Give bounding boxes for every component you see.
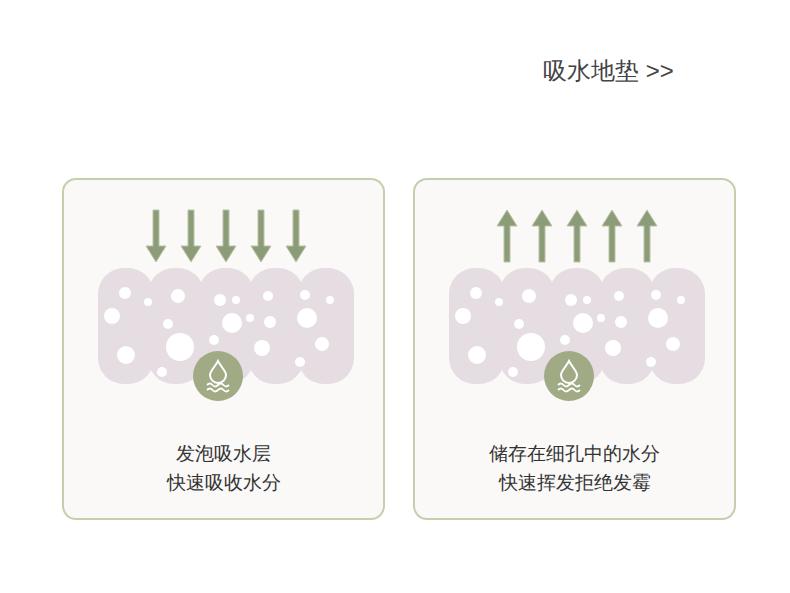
foam-pore: [297, 308, 317, 328]
foam-pore: [222, 313, 242, 333]
foam-pore: [565, 294, 577, 306]
water-wave: [558, 389, 580, 392]
foam-pore: [119, 287, 131, 299]
foam-cell: [248, 268, 304, 384]
foam-pore: [263, 291, 273, 301]
foam-pore: [517, 333, 545, 361]
foam-pore: [163, 319, 173, 329]
foam-pore: [254, 340, 270, 356]
foam-pore: [264, 316, 276, 328]
flow-arrow: [497, 210, 517, 262]
foam-pore: [646, 357, 656, 367]
foam-pore: [677, 296, 685, 304]
foam-pore: [166, 333, 194, 361]
foam-pore: [614, 291, 624, 301]
foam-pore: [209, 335, 219, 345]
foam-pore: [246, 314, 254, 322]
foam-pore: [573, 313, 593, 333]
flow-arrow: [216, 210, 236, 262]
panel-caption: 储存在细孔中的水分 快速挥发拒绝发霉: [480, 439, 670, 498]
foam-pore: [615, 316, 627, 328]
flow-arrow: [637, 210, 657, 262]
foam-pore: [560, 335, 570, 345]
foam-pore: [214, 294, 226, 306]
water-icon: [193, 351, 243, 401]
feature-panel: 发泡吸水层 快速吸收水分: [62, 178, 385, 520]
panel-illustration: [413, 178, 736, 520]
foam-pore: [666, 337, 680, 351]
water-wave: [207, 389, 229, 392]
foam-pore: [508, 367, 518, 377]
foam-pore: [468, 346, 486, 364]
water-icon: [544, 351, 594, 401]
foam-pore: [300, 290, 310, 300]
flow-arrow: [251, 210, 271, 262]
page-title: 吸水地垫 >>: [543, 55, 674, 87]
flow-arrow: [286, 210, 306, 262]
foam-pore: [514, 319, 524, 329]
foam-pore: [522, 289, 536, 303]
panel-ground: [413, 178, 736, 520]
foam-pore: [326, 296, 334, 304]
foam-pore: [470, 287, 482, 299]
water-wave: [207, 384, 229, 387]
foam-cell: [449, 268, 505, 384]
foam-cell: [599, 268, 655, 384]
foam-cell: [298, 268, 354, 384]
foam-pore: [495, 298, 503, 306]
feature-panel: 储存在细孔中的水分 快速挥发拒绝发霉: [413, 178, 736, 520]
foam-pore: [597, 314, 605, 322]
foam-pore: [104, 308, 120, 324]
foam-pore: [651, 290, 661, 300]
panel-caption: 发泡吸水层 快速吸收水分: [129, 439, 319, 498]
flow-arrow: [146, 210, 166, 262]
flow-arrow: [181, 210, 201, 262]
foam-pore: [605, 340, 621, 356]
flow-arrow: [532, 210, 552, 262]
water-drop: [561, 361, 577, 383]
water-wave: [558, 384, 580, 387]
foam-pore: [157, 367, 167, 377]
foam-pore: [583, 296, 591, 304]
foam-pore: [455, 308, 471, 324]
water-drop: [210, 361, 226, 383]
foam-cell: [98, 268, 154, 384]
foam-cell: [649, 268, 705, 384]
flow-arrow: [567, 210, 587, 262]
foam-pore: [232, 296, 240, 304]
foam-pore: [144, 298, 152, 306]
foam-pore: [648, 308, 668, 328]
foam-pore: [295, 357, 305, 367]
foam-pore: [171, 289, 185, 303]
flow-arrow: [602, 210, 622, 262]
panel-ground: [62, 178, 385, 520]
foam-pore: [315, 337, 329, 351]
panel-illustration: [62, 178, 385, 520]
foam-pore: [117, 346, 135, 364]
